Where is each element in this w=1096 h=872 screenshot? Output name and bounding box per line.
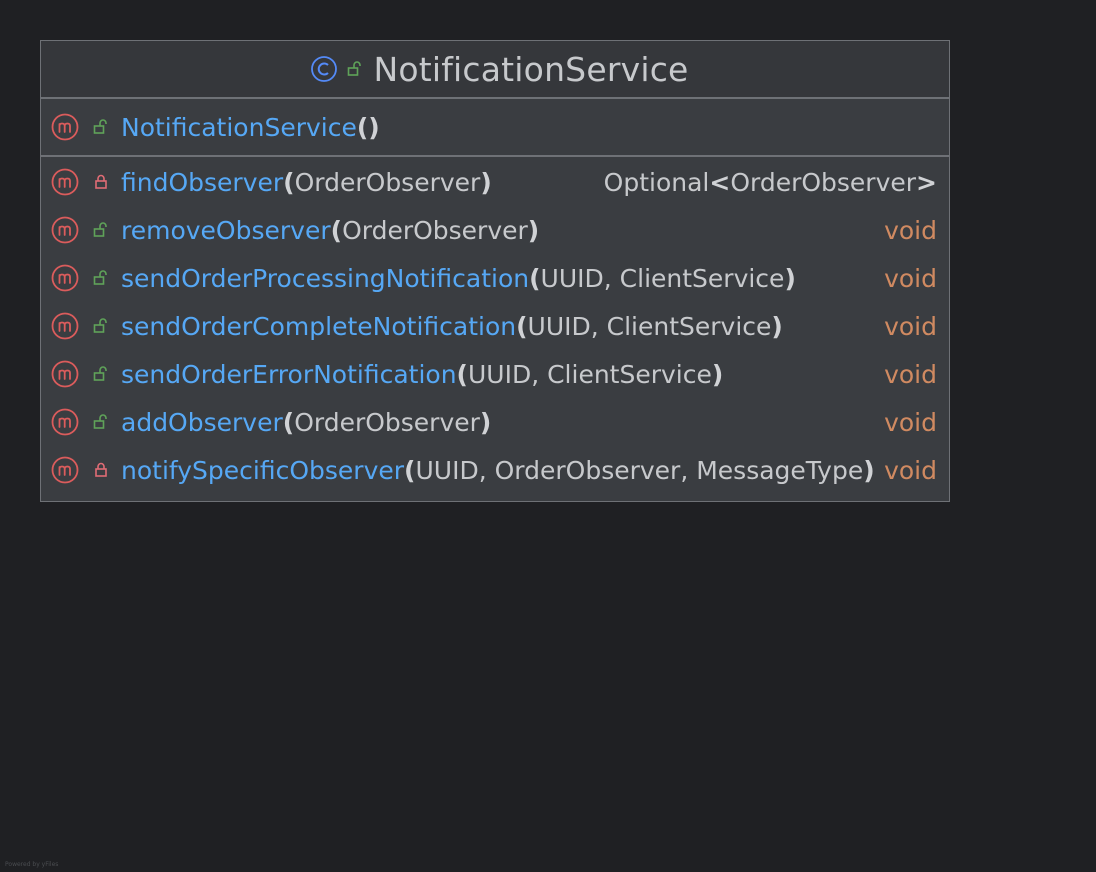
method-row[interactable]: sendOrderProcessingNotification(UUID, Cl… xyxy=(41,254,949,302)
method-signature: notifySpecificObserver(UUID, OrderObserv… xyxy=(121,455,875,485)
method-signature: sendOrderCompleteNotification(UUID, Clie… xyxy=(121,311,783,341)
unlocked-icon xyxy=(347,60,363,78)
method-params: UUID, ClientService xyxy=(467,359,712,389)
constructor-signature: NotificationService() xyxy=(121,112,380,142)
return-type: void xyxy=(884,407,937,437)
method-signature: sendOrderProcessingNotification(UUID, Cl… xyxy=(121,263,796,293)
method-icon xyxy=(51,216,79,244)
return-type: void xyxy=(884,263,937,293)
method-row[interactable]: sendOrderErrorNotification(UUID, ClientS… xyxy=(41,350,949,398)
return-type: void xyxy=(884,455,937,485)
method-name: sendOrderProcessingNotification xyxy=(121,263,530,293)
method-name: sendOrderErrorNotification xyxy=(121,359,457,389)
class-header: NotificationService xyxy=(41,41,949,99)
constructor-name: NotificationService xyxy=(121,112,357,142)
method-icon xyxy=(51,408,79,436)
method-icon xyxy=(51,168,79,196)
method-name: sendOrderCompleteNotification xyxy=(121,311,517,341)
return-type: Optional<OrderObserver> xyxy=(603,167,937,197)
unlocked-icon xyxy=(93,317,109,335)
method-name: notifySpecificObserver xyxy=(121,455,405,485)
return-type: void xyxy=(884,311,937,341)
method-row[interactable]: findObserver(OrderObserver) Optional<Ord… xyxy=(41,158,949,206)
methods-section: findObserver(OrderObserver) Optional<Ord… xyxy=(41,157,949,494)
method-params: OrderObserver xyxy=(294,407,480,437)
class-name: NotificationService xyxy=(373,49,689,89)
method-params: UUID, ClientService xyxy=(527,311,772,341)
method-row[interactable]: addObserver(OrderObserver) void xyxy=(41,398,949,446)
method-signature: addObserver(OrderObserver) xyxy=(121,407,492,437)
method-name: removeObserver xyxy=(121,215,331,245)
watermark: Powered by yFiles xyxy=(5,861,59,868)
method-signature: findObserver(OrderObserver) xyxy=(121,167,492,197)
method-params: UUID, ClientService xyxy=(540,263,785,293)
method-params: OrderObserver xyxy=(342,215,528,245)
class-box[interactable]: NotificationService NotificationService(… xyxy=(40,40,950,502)
method-name: addObserver xyxy=(121,407,283,437)
unlocked-icon xyxy=(93,413,109,431)
method-icon xyxy=(51,312,79,340)
method-params: OrderObserver xyxy=(294,167,481,197)
locked-icon xyxy=(93,461,109,479)
unlocked-icon xyxy=(93,365,109,383)
constructor-row[interactable]: NotificationService() xyxy=(41,99,380,155)
class-icon xyxy=(311,56,338,82)
locked-icon xyxy=(93,173,109,191)
constructor-section: NotificationService() xyxy=(41,99,949,157)
method-name: findObserver xyxy=(121,167,284,197)
method-row[interactable]: sendOrderCompleteNotification(UUID, Clie… xyxy=(41,302,949,350)
method-signature: removeObserver(OrderObserver) xyxy=(121,215,540,245)
method-row[interactable]: notifySpecificObserver(UUID, OrderObserv… xyxy=(41,446,949,494)
method-icon xyxy=(51,113,79,141)
method-icon xyxy=(51,456,79,484)
return-type: void xyxy=(884,215,937,245)
method-signature: sendOrderErrorNotification(UUID, ClientS… xyxy=(121,359,724,389)
method-icon xyxy=(51,360,79,388)
method-params: UUID, OrderObserver, MessageType xyxy=(415,455,864,485)
unlocked-icon xyxy=(93,221,109,239)
unlocked-icon xyxy=(93,118,109,136)
return-type: void xyxy=(884,359,937,389)
method-row[interactable]: removeObserver(OrderObserver) void xyxy=(41,206,949,254)
method-icon xyxy=(51,264,79,292)
unlocked-icon xyxy=(93,269,109,287)
